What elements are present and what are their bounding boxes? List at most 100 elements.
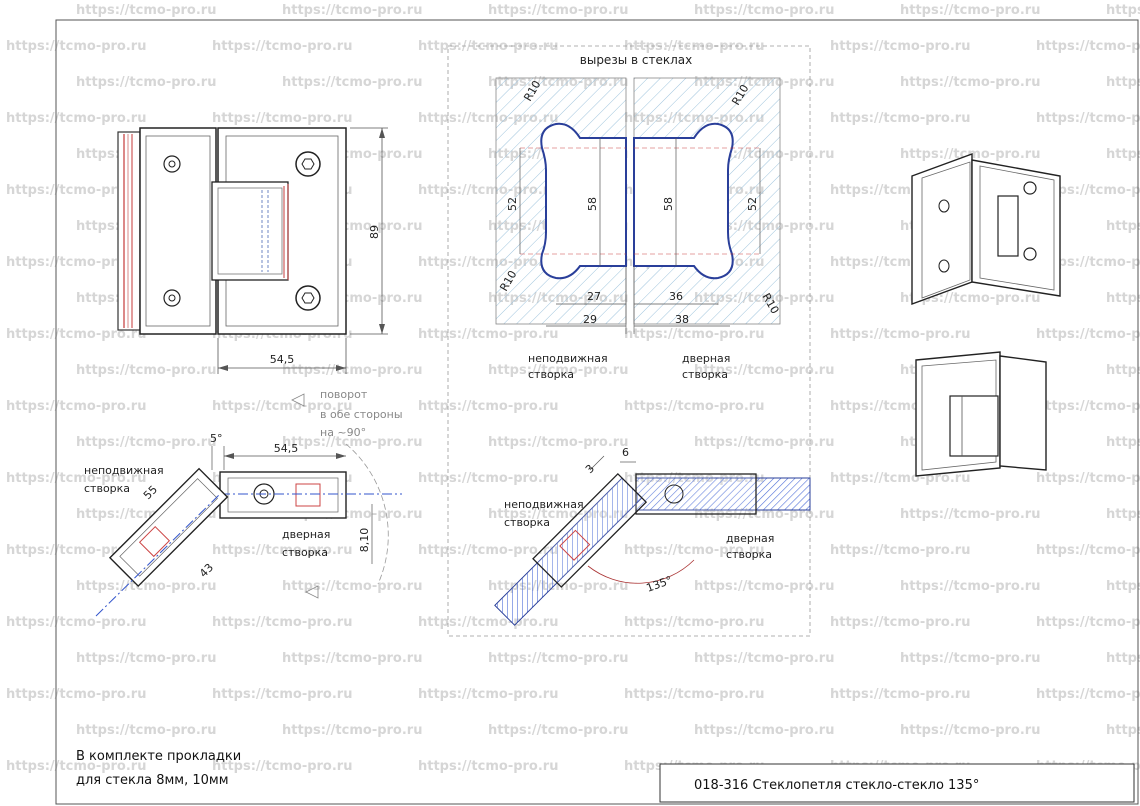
watermark-text: https://tcmo-pro.ru — [1036, 327, 1140, 342]
plan-gap-8-10: 8,10 — [358, 528, 371, 553]
watermark-text: https://tcmo-pro.ru — [624, 543, 764, 558]
watermark-text: https://tcmo-pro.ru — [76, 579, 216, 594]
watermark-text: https://tcmo-pro.ru — [282, 723, 422, 738]
watermark-text: https://tcmo-pro.ru — [1036, 399, 1140, 414]
watermark-text: https://tcmo-pro.ru — [282, 435, 422, 450]
cut-door-label-1: дверная — [682, 352, 730, 365]
watermark-text: https://tcmo-pro.ru — [6, 111, 146, 126]
right-cutout-outline — [633, 122, 734, 280]
watermark-text: https://tcmo-pro.ru — [1036, 687, 1140, 702]
watermark-text: https://tcmo-pro.ru — [6, 759, 146, 774]
cut-dim-left-58: 58 — [586, 197, 599, 211]
title-block-text: 018-316 Стеклопетля стекло-стекло 135° — [694, 778, 979, 793]
watermark-text: https://tcmo-pro.ru — [1106, 507, 1140, 522]
watermark-text: https://tcmo-pro.ru — [1106, 3, 1140, 18]
watermark-text: https://tcmo-pro.ru — [488, 651, 628, 666]
gasket-note-line-1: В комплекте прокладки — [76, 749, 241, 764]
watermark-layer: https://tcmo-pro.ru https://tcmo-pro.ru ht… — [6, 3, 1140, 774]
watermark-text: https://tcmo-pro.ru — [418, 399, 558, 414]
watermark-text: https://tcmo-pro.ru — [1036, 255, 1140, 270]
front-height-dim: 89 — [368, 225, 381, 239]
watermark-text: https://tcmo-pro.ru — [694, 3, 834, 18]
watermark-text: https://tcmo-pro.ru — [830, 327, 970, 342]
cut-dim-29: 29 — [583, 313, 597, 326]
watermark-text: https://tcmo-pro.ru — [1106, 291, 1140, 306]
watermark-text: https://tcmo-pro.ru — [900, 507, 1040, 522]
watermark-text: https://tcmo-pro.ru — [212, 615, 352, 630]
watermark-text: https://tcmo-pro.ru — [6, 543, 146, 558]
watermark-text: https://tcmo-pro.ru — [900, 75, 1040, 90]
plan-fixed-label-2: створка — [84, 482, 130, 495]
cut-door-label-2: створка — [682, 368, 728, 381]
watermark-text: https://tcmo-pro.ru — [694, 723, 834, 738]
watermark-text: https://tcmo-pro.ru — [212, 687, 352, 702]
plan-door-label-1: дверная — [282, 528, 330, 541]
watermark-text: https://tcmo-pro.ru — [694, 579, 834, 594]
watermark-text: https://tcmo-pro.ru — [76, 723, 216, 738]
watermark-text: https://tcmo-pro.ru — [6, 615, 146, 630]
watermark-text: https://tcmo-pro.ru — [1106, 75, 1140, 90]
watermark-text: https://tcmo-pro.ru — [6, 255, 146, 270]
watermark-text: https://tcmo-pro.ru — [6, 327, 146, 342]
watermark-text: https://tcmo-pro.ru — [624, 327, 764, 342]
watermark-text: https://tcmo-pro.ru — [76, 363, 216, 378]
watermark-text: https://tcmo-pro.ru — [624, 615, 764, 630]
isometric-view-2 — [915, 351, 1047, 477]
watermark-text: https://tcmo-pro.ru — [830, 543, 970, 558]
watermark-text: https://tcmo-pro.ru — [418, 543, 558, 558]
watermark-text: https://tcmo-pro.ru — [830, 615, 970, 630]
cut-dim-38: 38 — [675, 313, 689, 326]
watermark-text: https://tcmo-pro.ru — [212, 39, 352, 54]
watermark-text: https://tcmo-pro.ru — [1106, 219, 1140, 234]
plan-fixed-label-1: неподвижная — [84, 464, 164, 477]
rotation-note-2: в обе стороны — [320, 408, 403, 421]
watermark-text: https://tcmo-pro.ru — [1036, 615, 1140, 630]
watermark-text: https://tcmo-pro.ru — [694, 435, 834, 450]
watermark-text: https://tcmo-pro.ru — [1036, 183, 1140, 198]
center-door-label-1: дверная — [726, 532, 774, 545]
watermark-text: https://tcmo-pro.ru — [418, 759, 558, 774]
cut-fixed-label-2: створка — [528, 368, 574, 381]
watermark-text: https://tcmo-pro.ru — [282, 651, 422, 666]
watermark-text: https://tcmo-pro.ru — [694, 651, 834, 666]
watermark-text: https://tcmo-pro.ru — [212, 111, 352, 126]
watermark-text: https://tcmo-pro.ru — [282, 363, 422, 378]
cut-dim-36: 36 — [669, 290, 683, 303]
center-door-label-2: створка — [726, 548, 772, 561]
left-plan-view: поворот в обе стороны на ~90° 5° 54,5 55… — [84, 388, 403, 617]
watermark-text: https://tcmo-pro.ru — [1106, 651, 1140, 666]
watermark-text: https://tcmo-pro.ru — [624, 39, 764, 54]
sheet-border — [55, 19, 1139, 805]
watermark-text: https://tcmo-pro.ru — [694, 363, 834, 378]
left-cutout-outline — [540, 122, 627, 280]
cut-dim-right-52: 52 — [746, 197, 759, 211]
gasket-note-line-2: для стекла 8мм, 10мм — [76, 773, 229, 788]
watermark-text: https://tcmo-pro.ru — [488, 723, 628, 738]
plan-angle-5: 5° — [210, 432, 223, 445]
watermark-text: https://tcmo-pro.ru — [488, 363, 628, 378]
watermark-text: https://tcmo-pro.ru — [418, 39, 558, 54]
watermark-text: https://tcmo-pro.ru — [418, 471, 558, 486]
watermark-text: https://tcmo-pro.ru — [830, 111, 970, 126]
center-angle-135: 135° — [645, 574, 674, 595]
plan-arm-43: 43 — [197, 561, 216, 580]
watermark-text: https://tcmo-pro.ru — [900, 579, 1040, 594]
watermark-text: https://tcmo-pro.ru — [900, 651, 1040, 666]
cutouts-title: вырезы в стеклах — [580, 53, 692, 67]
watermark-text: https://tcmo-pro.ru — [1106, 579, 1140, 594]
watermark-text: https://tcmo-pro.ru — [212, 543, 352, 558]
plan-door-label-2: створка — [282, 546, 328, 559]
watermark-text: https://tcmo-pro.ru — [76, 435, 216, 450]
cut-dim-left-52: 52 — [506, 197, 519, 211]
watermark-text: https://tcmo-pro.ru — [488, 3, 628, 18]
center-fixed-label-2: створка — [504, 516, 550, 529]
watermark-text: https://tcmo-pro.ru — [830, 687, 970, 702]
watermark-text: https://tcmo-pro.ru — [1036, 39, 1140, 54]
center-dim-3: 3 — [583, 462, 597, 476]
watermark-text: https://tcmo-pro.ru — [6, 471, 146, 486]
watermark-text: https://tcmo-pro.ru — [76, 651, 216, 666]
watermark-text: https://tcmo-pro.ru — [624, 687, 764, 702]
watermark-text: https://tcmo-pro.ru — [418, 615, 558, 630]
plan-width-54-5: 54,5 — [274, 442, 299, 455]
